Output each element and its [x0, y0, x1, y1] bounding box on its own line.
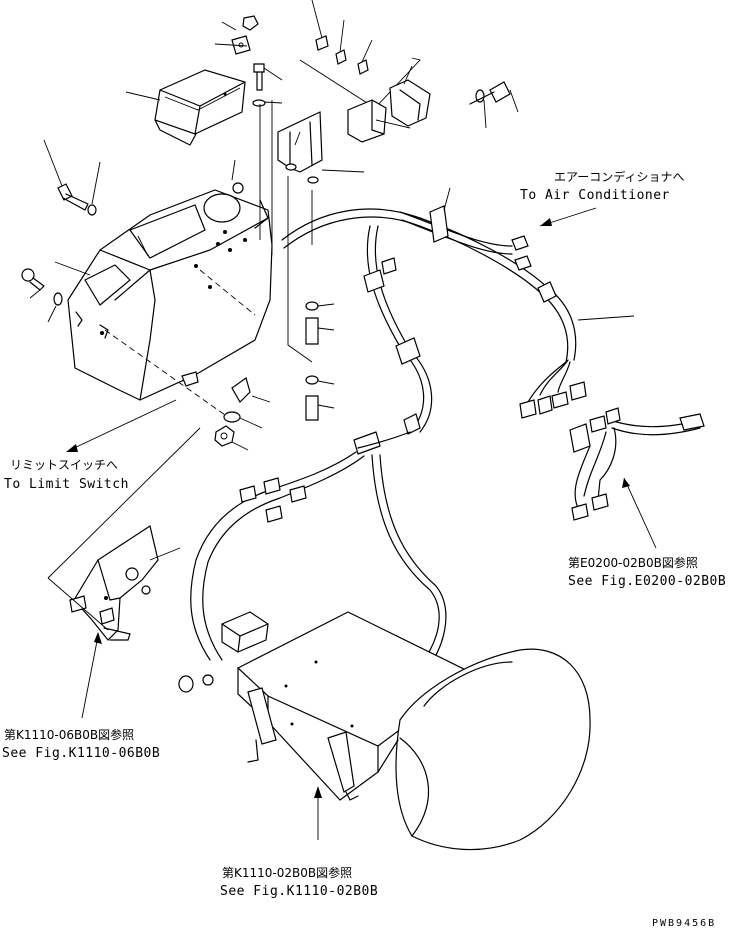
- bolt-small: [252, 63, 266, 107]
- fig-e0200-label-jp: 第E0200-02B0B図参照: [568, 556, 698, 570]
- fig-k1110-06-label-jp: 第K1110-06B0B図参照: [4, 728, 135, 742]
- drawing-code: PWB9456B: [652, 918, 717, 929]
- limit-switch-label-en: To Limit Switch: [4, 477, 129, 492]
- center-bolts: [305, 301, 335, 421]
- leader-line: [125, 91, 161, 101]
- meter-cover: [154, 69, 246, 146]
- left-bolt: [43, 139, 101, 216]
- console-bracket: [214, 377, 271, 451]
- bolt-right: [469, 81, 519, 129]
- rear-cover: [377, 648, 591, 851]
- harness-bracket: [277, 111, 365, 184]
- air-conditioner-label-jp: エアーコンディショナへ: [554, 170, 685, 184]
- fig-k1110-06-label-en: See Fig.K1110-06B0B: [2, 746, 161, 761]
- limit-switch-label-jp: リミットスイッチへ: [10, 458, 119, 472]
- left-eye-bolt: [21, 268, 63, 323]
- air-conditioner-label-en: To Air Conditioner: [520, 188, 670, 203]
- relay-bracket: [347, 79, 431, 143]
- cap-part: [242, 15, 259, 31]
- limit-switch-bracket: [69, 525, 181, 641]
- fig-k1110-02-label-en: See Fig.K1110-02B0B: [220, 884, 379, 899]
- fig-k1110-02-label-jp: 第K1110-02B0B図参照: [222, 866, 353, 880]
- dashboard-console: [54, 182, 273, 401]
- connector-clips: [311, 0, 373, 75]
- dashed-line: [199, 269, 256, 316]
- wire-harness: [178, 187, 705, 695]
- plate-part: [231, 35, 251, 55]
- leader-arrow: [69, 399, 177, 451]
- fig-e0200-label-en: See Fig.E0200-02B0B: [568, 574, 727, 589]
